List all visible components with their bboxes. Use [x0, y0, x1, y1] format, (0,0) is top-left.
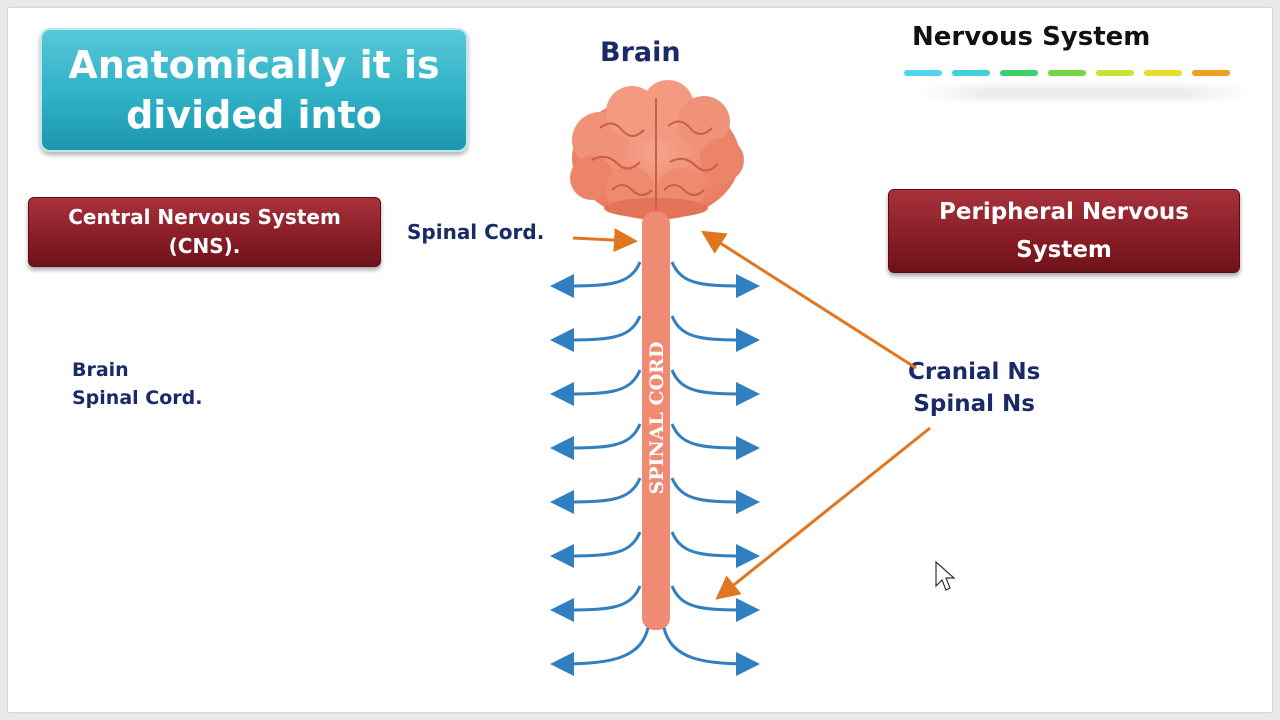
spinal-cord-pointer-arrow	[572, 228, 638, 253]
spinal-nerves-pointer-arrow	[715, 426, 931, 600]
pns-heading-box: Peripheral Nervous System	[888, 189, 1240, 273]
pointer-arrows	[572, 228, 931, 600]
pns-item-spinal-nerves: Spinal Ns	[913, 391, 1035, 417]
topic-title: Nervous System	[912, 22, 1151, 52]
pns-item-cranial-nerves: Cranial Ns	[908, 359, 1041, 385]
brain-icon	[570, 80, 744, 220]
cns-list: Brain Spinal Cord.	[72, 356, 202, 412]
left-spinal-nerves	[550, 261, 650, 676]
mouse-cursor-icon	[935, 560, 956, 591]
cns-item-brain: Brain	[72, 359, 129, 381]
title-underline-stripes	[904, 70, 1234, 80]
cns-heading-box: Central Nervous System (CNS).	[28, 197, 381, 267]
spinal-cord-vertical-text: SPINAL CORD	[646, 342, 668, 495]
title-box: Anatomically it is divided into	[40, 28, 468, 152]
right-spinal-nerves	[662, 261, 760, 676]
spinal-cord-column	[642, 212, 670, 630]
title-underline-shadow	[920, 86, 1250, 100]
cranial-nerves-pointer-arrow	[700, 230, 917, 370]
pns-list: Cranial Ns Spinal Ns	[908, 356, 1040, 420]
brain-label: Brain	[600, 37, 681, 68]
spinal-cord-label: Spinal Cord.	[407, 220, 545, 244]
cns-item-spinal-cord: Spinal Cord.	[72, 387, 203, 409]
